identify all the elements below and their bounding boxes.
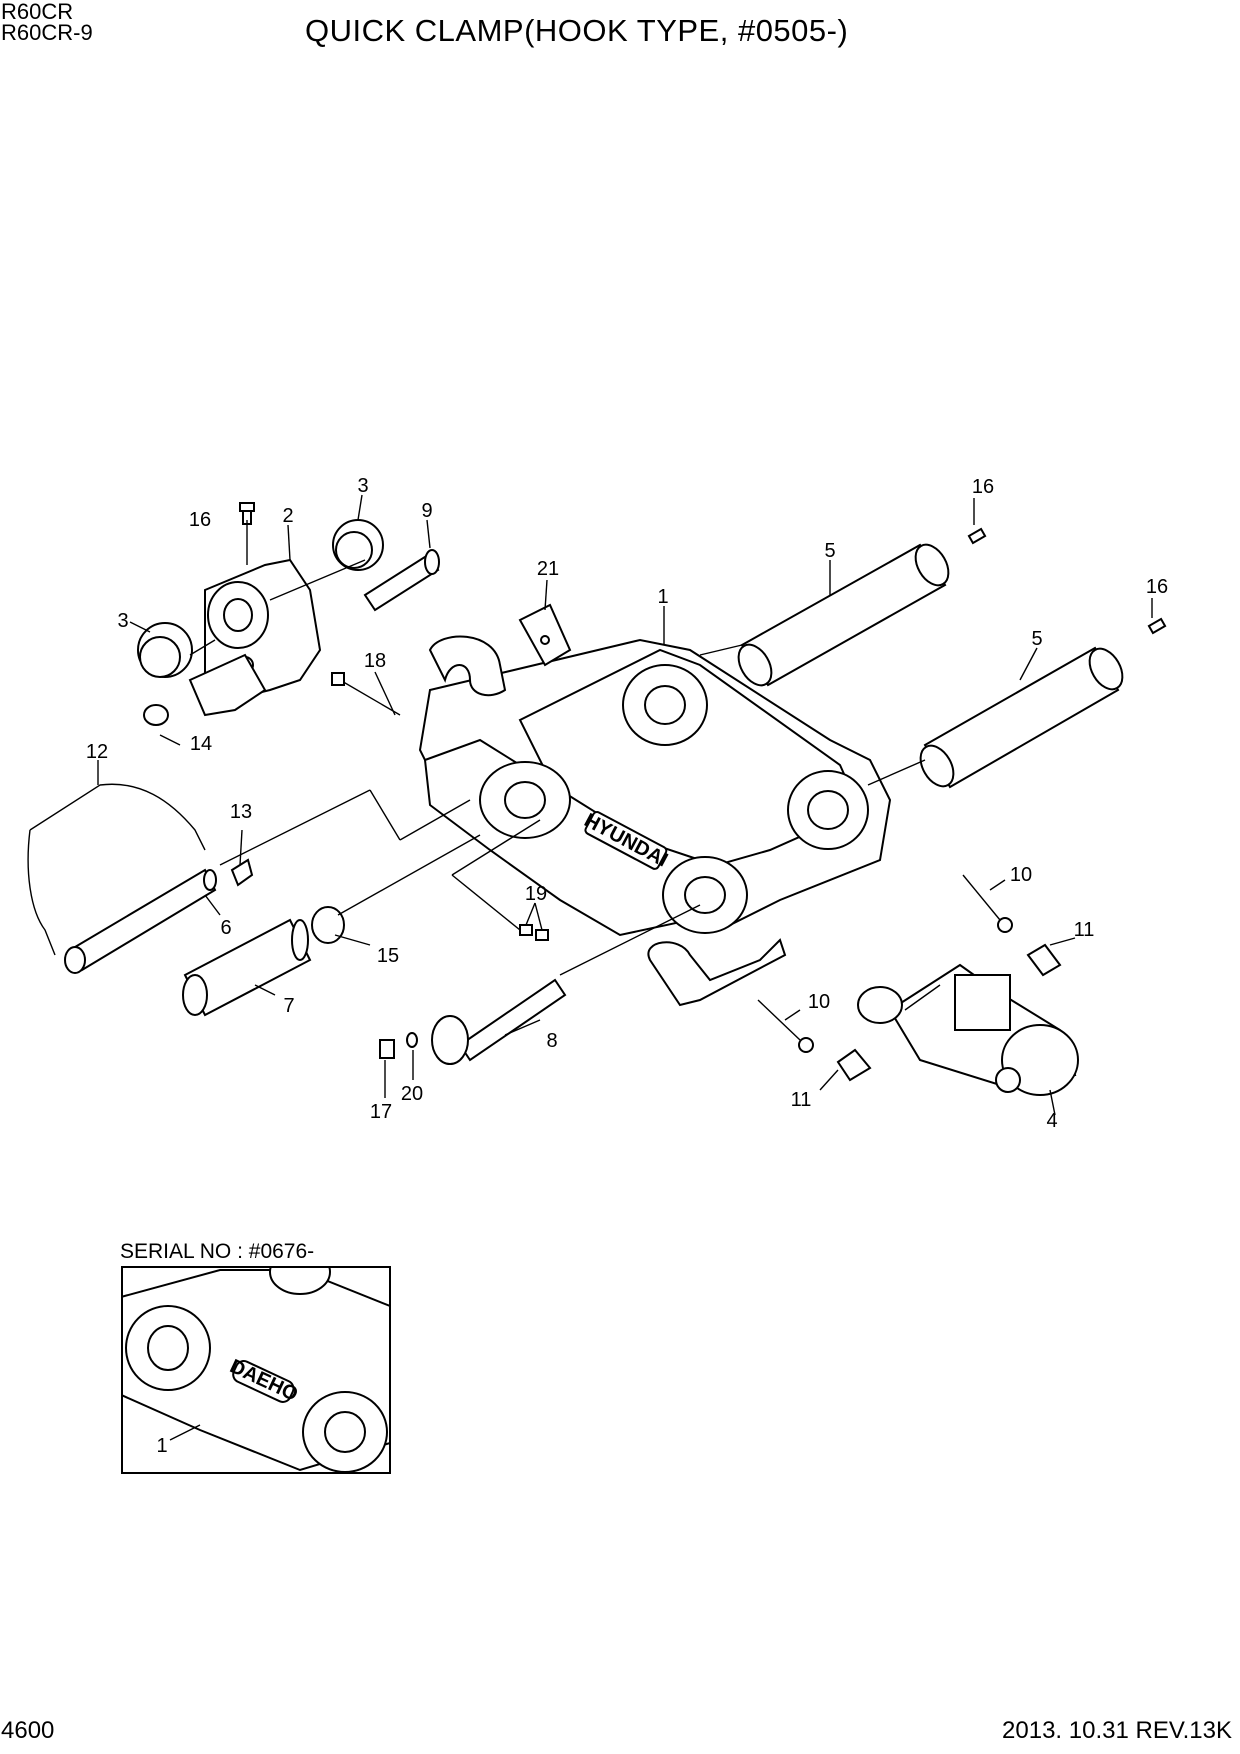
callout-8: 8 bbox=[546, 1030, 557, 1052]
callout-9: 9 bbox=[421, 500, 432, 522]
callout-10-upper: 10 bbox=[1010, 864, 1032, 886]
inset-serial-label: SERIAL NO : #0676- bbox=[120, 1240, 315, 1263]
callout-11-lower: 11 bbox=[791, 1089, 812, 1111]
leader-lines bbox=[97, 494, 1153, 1116]
hook-assembly-part bbox=[137, 502, 440, 726]
fitting-11-upper bbox=[1026, 943, 1062, 977]
callout-5-upper: 5 bbox=[824, 540, 835, 562]
callout-5-lower: 5 bbox=[1031, 628, 1042, 650]
callout-4: 4 bbox=[1046, 1110, 1057, 1132]
clip-13 bbox=[230, 858, 254, 887]
pin-8 bbox=[431, 978, 567, 1065]
model-label-1: R60CR bbox=[1, 0, 74, 24]
main-frame-part: HYUNDAI bbox=[418, 635, 892, 1007]
bushing-left bbox=[137, 622, 193, 678]
callout-20: 20 bbox=[401, 1083, 423, 1105]
nuts-19 bbox=[519, 924, 549, 941]
pin-6 bbox=[64, 868, 217, 974]
callout-15: 15 bbox=[377, 945, 399, 967]
callout-13: 13 bbox=[230, 801, 252, 823]
fitting-11-lower bbox=[836, 1048, 872, 1082]
callout-14: 14 bbox=[190, 733, 212, 755]
washer-20 bbox=[406, 1032, 418, 1048]
callout-2: 2 bbox=[282, 505, 293, 527]
callout-16-left: 16 bbox=[189, 509, 211, 531]
page-title: QUICK CLAMP(HOOK TYPE, #0505-) bbox=[305, 13, 849, 48]
cylinder-4 bbox=[857, 963, 1079, 1096]
fitting-10-lower bbox=[757, 999, 814, 1053]
callout-16-right: 16 bbox=[1146, 576, 1168, 598]
callout-17: 17 bbox=[370, 1101, 392, 1123]
pin-7 bbox=[182, 918, 312, 1017]
wire-rope-12 bbox=[27, 783, 206, 956]
inset-callout-1: 1 bbox=[156, 1435, 167, 1457]
callout-1: 1 bbox=[657, 586, 668, 608]
bracket-21 bbox=[518, 603, 572, 667]
callout-7: 7 bbox=[283, 995, 294, 1017]
snap-ring-14 bbox=[143, 704, 169, 726]
revision-date: 2013. 10.31 REV.13K bbox=[1002, 1717, 1232, 1744]
callout-12: 12 bbox=[86, 741, 108, 763]
callout-3-lower: 3 bbox=[117, 610, 128, 632]
callout-11-upper: 11 bbox=[1074, 919, 1095, 941]
page-number: 4600 bbox=[1, 1717, 55, 1744]
callout-16-center: 16 bbox=[972, 476, 994, 498]
callout-labels: 1 2 3 3 4 5 5 6 7 8 9 10 10 11 11 12 13 … bbox=[86, 475, 1168, 1132]
model-label-2: R60CR-9 bbox=[1, 20, 93, 45]
snap-ring-15 bbox=[311, 906, 345, 944]
callout-6: 6 bbox=[220, 917, 231, 939]
callout-19: 19 bbox=[525, 883, 547, 905]
fitting-10-upper bbox=[962, 874, 1013, 933]
pin-5-lower bbox=[919, 617, 1167, 789]
bolt-18 bbox=[331, 672, 401, 716]
callout-3-upper: 3 bbox=[357, 475, 368, 497]
callout-10-lower: 10 bbox=[808, 991, 830, 1013]
inset-detail: DAEHO 1 bbox=[121, 1266, 391, 1474]
pin-5-upper bbox=[737, 527, 987, 687]
pin-9 bbox=[363, 549, 440, 612]
callout-18: 18 bbox=[364, 650, 386, 672]
center-lines bbox=[189, 559, 941, 1011]
callout-21: 21 bbox=[537, 558, 559, 580]
bolt-17 bbox=[379, 1039, 395, 1059]
